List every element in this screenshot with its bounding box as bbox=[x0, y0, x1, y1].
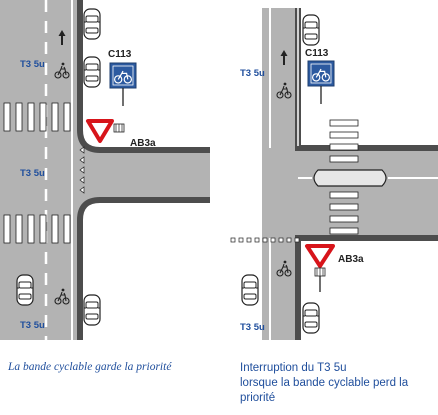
left-yield-markings bbox=[79, 146, 85, 194]
car-icon bbox=[83, 56, 101, 88]
car-icon bbox=[83, 294, 101, 326]
median-island bbox=[313, 169, 387, 187]
left-main-road bbox=[0, 0, 80, 340]
right-giveway-dots bbox=[230, 237, 300, 243]
right-diagram: C113 AB3a T3 5u T3 5u bbox=[230, 8, 438, 340]
cycle-path-sign-icon bbox=[109, 62, 137, 106]
label-t3-top: T3 5u bbox=[20, 59, 45, 70]
label-ab3a: AB3a bbox=[130, 138, 156, 149]
right-cross-road bbox=[298, 148, 438, 238]
left-crosswalk-bottom bbox=[3, 214, 71, 244]
car-icon bbox=[302, 14, 320, 46]
right-main-road bbox=[262, 8, 298, 340]
label-ab3a: AB3a bbox=[338, 254, 364, 265]
yield-sign-icon bbox=[305, 244, 335, 292]
right-crosswalk bbox=[329, 119, 359, 235]
car-icon bbox=[241, 274, 259, 306]
label-t3-top: T3 5u bbox=[240, 68, 265, 79]
left-diagram: C113 AB3a T3 5u T3 5u T3 5u bbox=[0, 0, 210, 340]
car-icon bbox=[83, 8, 101, 40]
label-t3-mid: T3 5u bbox=[20, 168, 45, 179]
right-caption: Interruption du T3 5u lorsque la bande c… bbox=[240, 361, 438, 406]
yield-sign-icon bbox=[86, 119, 125, 143]
right-caption-line-1: Interruption du T3 5u bbox=[240, 362, 347, 374]
left-crosswalk-top bbox=[3, 102, 71, 132]
label-c113: C113 bbox=[305, 48, 329, 59]
label-t3-bottom: T3 5u bbox=[20, 320, 45, 331]
car-icon bbox=[302, 302, 320, 334]
label-t3-bottom: T3 5u bbox=[240, 322, 265, 333]
left-top-block bbox=[80, 0, 210, 150]
right-caption-line-2: lorsque la bande cyclable perd la bbox=[240, 377, 409, 389]
left-caption: La bande cyclable garde la priorité bbox=[8, 361, 172, 373]
cycle-path-sign-icon bbox=[307, 60, 335, 104]
left-side-road bbox=[80, 150, 210, 200]
label-c113: C113 bbox=[108, 49, 132, 60]
left-bottom-block bbox=[80, 200, 210, 340]
car-icon bbox=[16, 274, 34, 306]
right-caption-line-3: priorité bbox=[240, 392, 276, 404]
